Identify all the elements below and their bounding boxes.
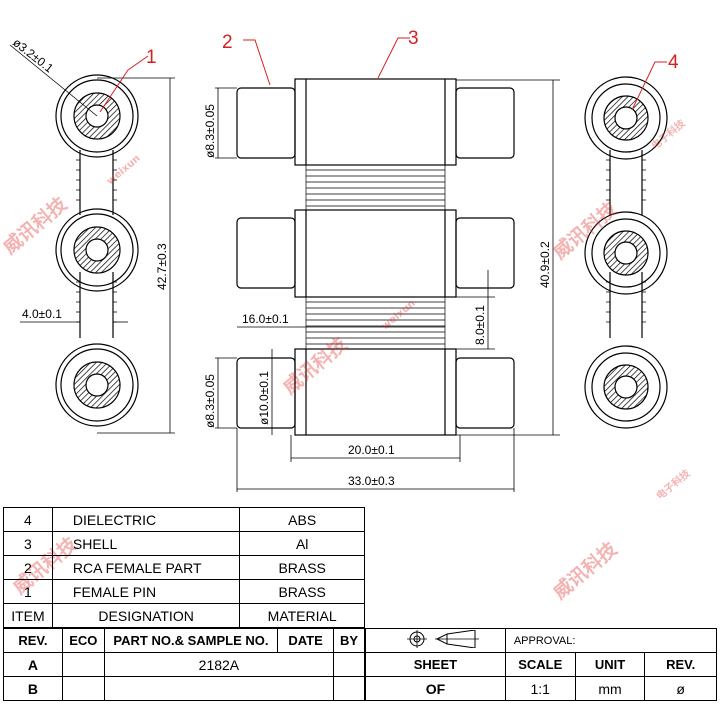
bom-row: 4 DIELECTRIC ABS	[3, 507, 365, 532]
rev-row: A 2182A	[3, 652, 365, 677]
bom-designation: SHELL	[51, 531, 241, 556]
bom-designation: RCA FEMALE PART	[51, 555, 241, 580]
center-view	[215, 37, 560, 492]
callout-1: 1	[146, 47, 157, 68]
title-block: APPROVAL: SHEET SCALE UNIT REV. OF 1:1 m…	[365, 628, 718, 701]
rev-code: A	[3, 652, 63, 677]
projection-symbol	[365, 628, 506, 653]
rev-value: ø	[644, 676, 717, 701]
bom-designation: FEMALE PIN	[51, 579, 241, 604]
bom-material: ABS	[239, 507, 365, 532]
rev-part-no	[103, 676, 335, 701]
bom-item: 2	[3, 555, 53, 580]
bom-material: BRASS	[239, 555, 365, 580]
bom-header-designation: DESIGNATION	[51, 603, 241, 628]
svg-text:电子科技: 电子科技	[654, 466, 694, 502]
callout-3: 3	[408, 28, 419, 49]
unit-label: UNIT	[574, 652, 646, 677]
dim-height-right: 40.9±0.2	[538, 241, 552, 288]
callout-4: 4	[668, 52, 679, 73]
bom-item: 1	[3, 579, 53, 604]
dim-gap: 16.0±0.1	[242, 312, 289, 326]
callout-2: 2	[222, 32, 233, 53]
sheet-label: SHEET	[365, 652, 506, 677]
dim-body-width: 20.0±0.1	[348, 443, 395, 457]
approval-label: APPROVAL:	[504, 628, 718, 653]
dim-total-width: 33.0±0.3	[348, 474, 395, 488]
bom-table: 4 DIELECTRIC ABS 3 SHELL Al 2 RCA FEMALE…	[3, 507, 365, 628]
scale-label: SCALE	[504, 652, 576, 677]
dim-height-left: 42.7±0.3	[155, 243, 169, 290]
rev-code: B	[3, 676, 63, 701]
left-circle-bottom	[55, 343, 139, 427]
bom-designation: DIELECTRIC	[51, 507, 241, 532]
dim-shell-dia: ø10.0±0.1	[257, 371, 271, 425]
left-circle-mid	[55, 208, 139, 292]
projection-icon	[407, 629, 480, 649]
rev-row: B	[3, 676, 365, 701]
bom-header-material: MATERIAL	[239, 603, 365, 628]
bom-header-item: ITEM	[3, 603, 53, 628]
right-circle-bottom	[584, 345, 668, 429]
bom-row: 1 FEMALE PIN BRASS	[3, 579, 365, 604]
bom-material: Al	[239, 531, 365, 556]
bom-material: BRASS	[239, 579, 365, 604]
rev-header-rev: REV.	[3, 628, 63, 653]
rev-header-part: PART NO.& SAMPLE NO.	[103, 628, 279, 653]
dim-pin-dia: ø3.2±0.1	[10, 35, 56, 75]
rev-header: REV. ECO PART NO.& SAMPLE NO. DATE BY	[3, 628, 365, 653]
svg-text:威讯科技: 威讯科技	[278, 332, 352, 399]
rev-header-eco: ECO	[61, 628, 105, 653]
bom-header: ITEM DESIGNATION MATERIAL	[3, 603, 365, 628]
rev-table: REV. ECO PART NO.& SAMPLE NO. DATE BY A …	[3, 628, 365, 701]
of-label: OF	[365, 676, 506, 701]
svg-text:威讯科技: 威讯科技	[548, 537, 622, 604]
right-circle-mid	[584, 211, 668, 295]
bom-row: 3 SHELL Al	[3, 531, 365, 556]
bom-item: 3	[3, 531, 53, 556]
rev-label: REV.	[644, 652, 717, 677]
rev-header-by: BY	[333, 628, 365, 653]
rev-part-no: 2182A	[103, 652, 335, 677]
dim-bot-dia: ø8.3±0.05	[203, 374, 217, 428]
rev-header-date: DATE	[277, 628, 335, 653]
unit-value: mm	[574, 676, 646, 701]
bom-item: 4	[3, 507, 53, 532]
dim-spacing: 8.0±0.1	[473, 305, 487, 345]
svg-text:电子科技: 电子科技	[649, 116, 689, 152]
right-view	[584, 61, 668, 429]
bom-row: 2 RCA FEMALE PART BRASS	[3, 555, 365, 580]
dim-pitch: 4.0±0.1	[22, 307, 62, 321]
svg-text:weixun: weixun	[105, 153, 143, 187]
right-circle-top	[584, 76, 668, 160]
dim-top-dia: ø8.3±0.05	[203, 104, 217, 158]
left-view	[9, 44, 175, 434]
scale-value: 1:1	[504, 676, 576, 701]
